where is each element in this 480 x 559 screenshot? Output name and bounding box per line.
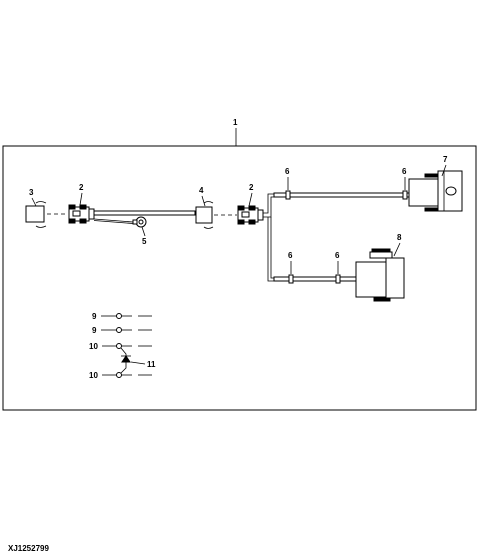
ferrule-6-upper-left: [285, 190, 291, 200]
ferrule-6-lower-left: [288, 274, 294, 284]
harness-lower-trunk: [267, 217, 274, 282]
connector-8: [355, 248, 405, 302]
figure-code: XJ1252799: [8, 544, 49, 553]
harness-trunk: [263, 193, 274, 218]
connector-2-left: [68, 204, 95, 224]
leader-7: [441, 164, 447, 177]
callout-6-lower-left: 6: [288, 251, 293, 260]
callout-2-right: 2: [249, 183, 254, 192]
connector-4: [195, 201, 214, 229]
assembly-frame: [2, 145, 477, 411]
callout-5: 5: [142, 237, 147, 246]
callout-8: 8: [397, 233, 402, 242]
callout-3: 3: [29, 188, 34, 197]
leader-4: [201, 195, 206, 207]
callout-6-upper-left: 6: [285, 167, 290, 176]
trunk-wire-left: [93, 210, 196, 216]
connector-2-right: [237, 205, 264, 225]
leader-2-left: [79, 192, 83, 206]
callout-2-left: 2: [79, 183, 84, 192]
leader-11: [130, 361, 146, 365]
callout-1: 1: [233, 118, 238, 127]
connector-7: [408, 170, 463, 212]
callout-6-upper-right: 6: [402, 167, 407, 176]
callout-6-lower-right: 6: [335, 251, 340, 260]
callout-7: 7: [443, 155, 448, 164]
upper-branch-wire: [273, 192, 410, 198]
leader-8: [393, 242, 401, 257]
legend-10-a: 10: [89, 342, 98, 351]
ring-terminal-5: [132, 216, 147, 228]
leader-2-right: [248, 192, 253, 207]
ferrule-6-upper-right: [402, 190, 408, 200]
lower-branch-wire: [273, 276, 357, 282]
legend-9-a: 9: [92, 312, 97, 321]
leader-3: [31, 197, 37, 207]
callout-4: 4: [199, 186, 204, 195]
legend-10-b: 10: [89, 371, 98, 380]
legend-11: 11: [147, 360, 156, 369]
connector-3: [25, 201, 47, 228]
diode-symbol: [121, 355, 131, 363]
leader-5: [141, 226, 146, 237]
ferrule-6-lower-right: [335, 274, 341, 284]
legend-9-b: 9: [92, 326, 97, 335]
ground-branch-wire: [93, 218, 134, 223]
